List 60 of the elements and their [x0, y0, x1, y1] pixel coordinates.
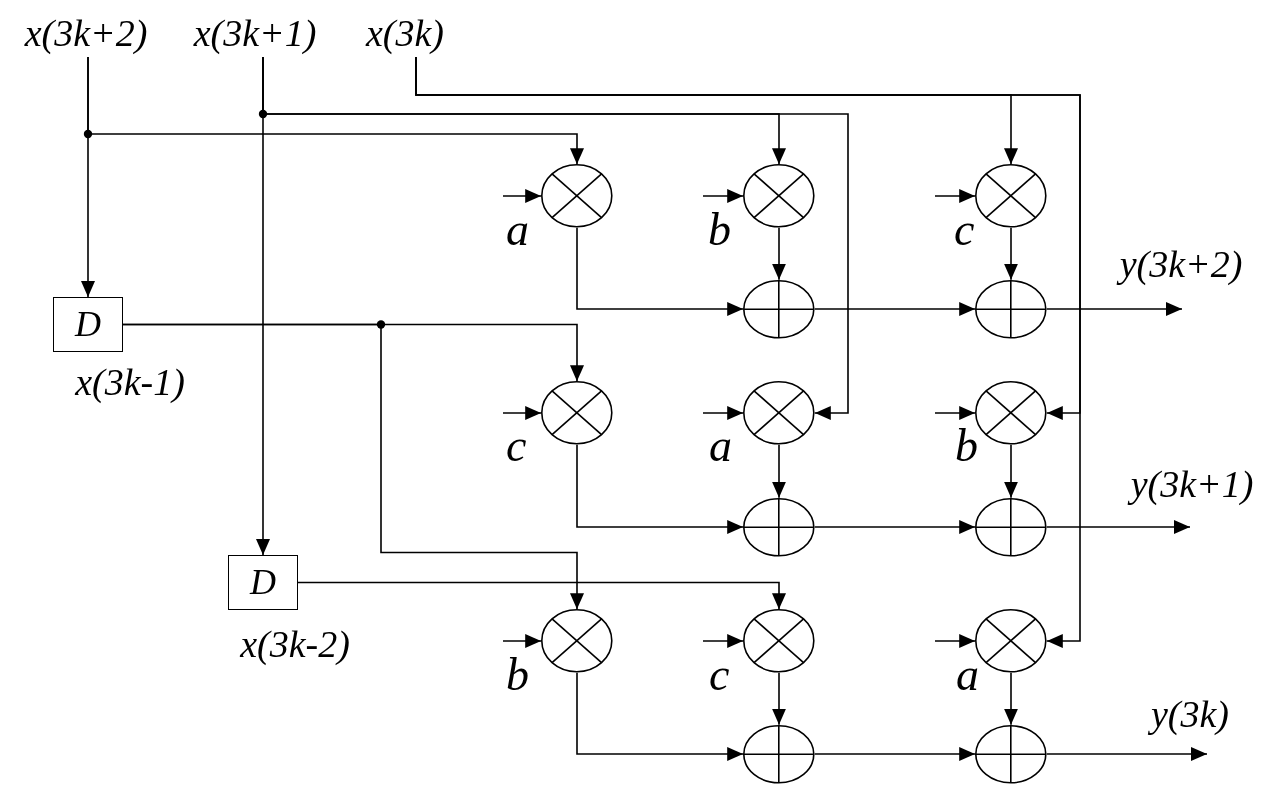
- coefficient-label: a: [506, 202, 529, 257]
- input-signal-label: x(3k+2): [24, 11, 148, 57]
- arrow: [81, 56, 95, 298]
- arrow: [934, 189, 976, 203]
- multiplier-symbol: [541, 609, 613, 673]
- input-signal-label: x(3k+1): [193, 11, 317, 57]
- multiplier-symbol: [975, 381, 1047, 445]
- coefficient-label: c: [709, 647, 730, 702]
- arrow: [576, 227, 744, 316]
- adder-symbol: [975, 279, 1047, 339]
- arrow: [297, 581, 786, 610]
- arrow: [814, 520, 976, 534]
- arrow: [1004, 443, 1018, 499]
- coefficient-label: b: [708, 202, 731, 257]
- multiplier-symbol: [743, 381, 815, 445]
- arrow: [502, 634, 542, 648]
- arrow: [934, 634, 976, 648]
- adder-symbol: [743, 279, 815, 339]
- coefficient-label: a: [709, 418, 732, 473]
- arrow: [702, 189, 744, 203]
- arrow: [1004, 227, 1018, 281]
- delayed-signal-label: x(3k-2): [240, 622, 350, 668]
- arrow: [1046, 520, 1191, 534]
- arrow: [702, 634, 744, 648]
- arrow: [415, 56, 1081, 648]
- adder-symbol: [975, 497, 1047, 557]
- arrow: [1046, 302, 1183, 316]
- multiplier-symbol: [541, 164, 613, 228]
- arrow: [256, 56, 270, 556]
- coefficient-label: c: [506, 418, 527, 473]
- coefficient-label: a: [956, 647, 979, 702]
- arrow: [576, 443, 744, 534]
- coefficient-label: c: [954, 202, 975, 257]
- delayed-signal-label: x(3k-1): [75, 360, 185, 406]
- coefficient-label: b: [955, 418, 978, 473]
- coefficient-label: b: [506, 647, 529, 702]
- multiplier-symbol: [975, 164, 1047, 228]
- arrow: [502, 189, 542, 203]
- arrow: [934, 406, 976, 420]
- adder-symbol: [743, 724, 815, 784]
- multiplier-symbol: [743, 609, 815, 673]
- arrow: [772, 443, 786, 499]
- arrow: [122, 323, 584, 610]
- arrow: [702, 406, 744, 420]
- delay-box: D: [228, 555, 298, 610]
- arrow: [1046, 747, 1208, 761]
- adder-symbol: [975, 724, 1047, 784]
- arrow: [772, 672, 786, 726]
- multiplier-symbol: [541, 381, 613, 445]
- multiplier-symbol: [975, 609, 1047, 673]
- arrow: [772, 227, 786, 281]
- multiplier-symbol: [743, 164, 815, 228]
- delay-box: D: [53, 297, 123, 352]
- arrow: [814, 302, 976, 316]
- arrow: [576, 672, 744, 761]
- arrow: [1004, 672, 1018, 726]
- arrow: [814, 747, 976, 761]
- adder-symbol: [743, 497, 815, 557]
- arrow: [502, 406, 542, 420]
- input-signal-label: x(3k): [366, 11, 444, 57]
